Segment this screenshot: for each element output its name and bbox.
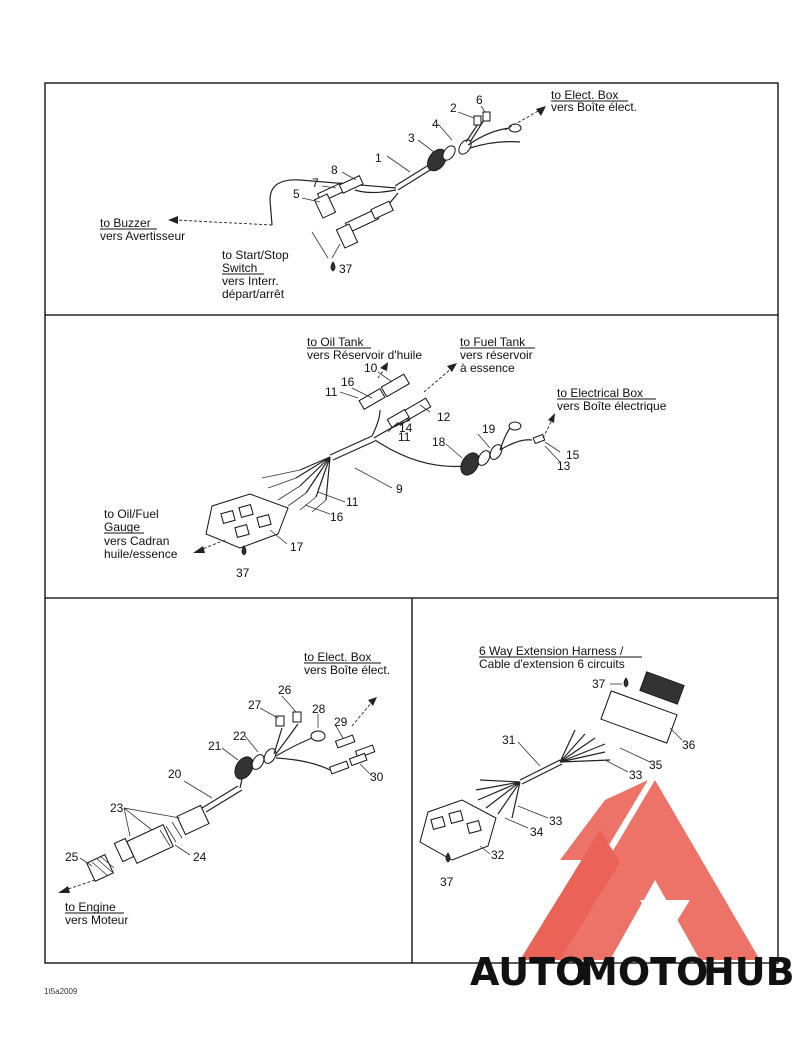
callout-9: 9 <box>396 482 403 496</box>
callout-35: 35 <box>649 758 663 772</box>
callout-15: 15 <box>566 448 580 462</box>
watermark-logo <box>520 780 760 960</box>
label-huile-essence: huile/essence <box>104 547 178 561</box>
callout-2: 2 <box>450 101 457 115</box>
callout-16b: 16 <box>330 510 344 524</box>
callout-6: 6 <box>476 93 483 107</box>
label-p3-vers-boite-elect: vers Boîte élect. <box>304 663 390 677</box>
label-to-buzzer: to Buzzer <box>100 216 151 230</box>
label-cable-extension: Cable d'extension 6 circuits <box>479 657 625 671</box>
label-vers-avertisseur: vers Avertisseur <box>100 229 185 243</box>
watermark-moto: MOTO <box>580 950 708 994</box>
callout-24: 24 <box>193 850 207 864</box>
panel-2-labels: to Oil Tank vers Réservoir d'huile to Fu… <box>104 335 667 580</box>
label-switch: Switch <box>222 261 257 275</box>
callout-21: 21 <box>208 739 222 753</box>
callout-37a: 37 <box>592 677 606 691</box>
callout-11c: 11 <box>346 495 359 509</box>
callout-20: 20 <box>168 767 182 781</box>
callout-1: 1 <box>375 151 382 165</box>
callout-10: 10 <box>364 361 378 375</box>
callout-22: 22 <box>233 729 247 743</box>
label-vers-reservoir: vers réservoir <box>460 348 533 362</box>
callout-16a: 16 <box>341 375 355 389</box>
callout-30: 30 <box>370 770 384 784</box>
callout-34: 34 <box>530 825 544 839</box>
callout-26: 26 <box>278 683 292 697</box>
callout-11a: 11 <box>325 385 338 399</box>
label-to-oil-fuel: to Oil/Fuel <box>104 507 159 521</box>
callout-25: 25 <box>65 850 79 864</box>
callout-7: 7 <box>312 176 319 190</box>
panel-1-labels: to Elect. Box vers Boîte élect. to Buzze… <box>100 88 637 301</box>
label-vers-boite-elect: vers Boîte élect. <box>551 100 637 114</box>
label-depart-arret: départ/arrêt <box>222 287 285 301</box>
label-vers-cadran: vers Cadran <box>104 534 169 548</box>
label-to-electrical-box: to Electrical Box <box>557 386 643 400</box>
label-vers-moteur: vers Moteur <box>65 913 128 927</box>
callout-17: 17 <box>290 540 304 554</box>
figure-code: 1t5a2009 <box>44 987 78 996</box>
panel-4-labels: 6 Way Extension Harness / Cable d'extens… <box>440 644 696 889</box>
label-to-oil-tank: to Oil Tank <box>307 335 364 349</box>
callout-13: 13 <box>557 459 571 473</box>
callout-4: 4 <box>432 117 439 131</box>
label-gauge: Gauge <box>104 520 140 534</box>
label-vers-boite-electrique: vers Boîte électrique <box>557 399 667 413</box>
callout-19: 19 <box>482 422 496 436</box>
callout-32: 32 <box>491 848 505 862</box>
callout-14: 14 <box>399 421 413 435</box>
panel-4-harness <box>419 671 685 863</box>
callout-12: 12 <box>437 410 451 424</box>
label-6-way-harness: 6 Way Extension Harness / <box>479 644 624 658</box>
callout-33b: 33 <box>549 814 563 828</box>
panel-2-harness <box>193 362 561 556</box>
watermark-hub: HUB <box>703 950 795 994</box>
label-a-essence: à essence <box>460 361 515 375</box>
label-to-start-stop: to Start/Stop <box>222 248 289 262</box>
diagram-frames <box>44 82 779 964</box>
label-to-fuel-tank: to Fuel Tank <box>460 335 526 349</box>
panel-3-labels: to Elect. Box vers Boîte élect. to Engin… <box>65 650 390 927</box>
callout-37-panel2: 37 <box>236 566 250 580</box>
callout-23: 23 <box>110 801 124 815</box>
callout-18: 18 <box>432 435 446 449</box>
callout-29: 29 <box>334 715 348 729</box>
panel-3-harness <box>58 695 377 893</box>
callout-5: 5 <box>293 187 300 201</box>
label-vers-interr: vers Interr. <box>222 274 279 288</box>
callout-28: 28 <box>312 702 326 716</box>
watermark-auto: AUTO <box>470 950 587 994</box>
callout-36: 36 <box>682 738 696 752</box>
label-to-engine: to Engine <box>65 900 116 914</box>
callout-11b: 11 <box>398 430 411 444</box>
callout-31: 31 <box>502 733 516 747</box>
watermark-text: AUTO MOTO HUB <box>470 950 795 994</box>
label-vers-reservoir-huile: vers Réservoir d'huile <box>307 348 422 362</box>
callout-3: 3 <box>408 131 415 145</box>
callout-8: 8 <box>331 163 338 177</box>
callout-27: 27 <box>248 698 262 712</box>
callout-37b: 37 <box>440 875 454 889</box>
callout-37: 37 <box>339 262 353 276</box>
label-to-elect-box: to Elect. Box <box>551 88 618 102</box>
label-p3-to-elect-box: to Elect. Box <box>304 650 371 664</box>
callout-33a: 33 <box>629 768 643 782</box>
panel-1-harness <box>168 105 546 272</box>
